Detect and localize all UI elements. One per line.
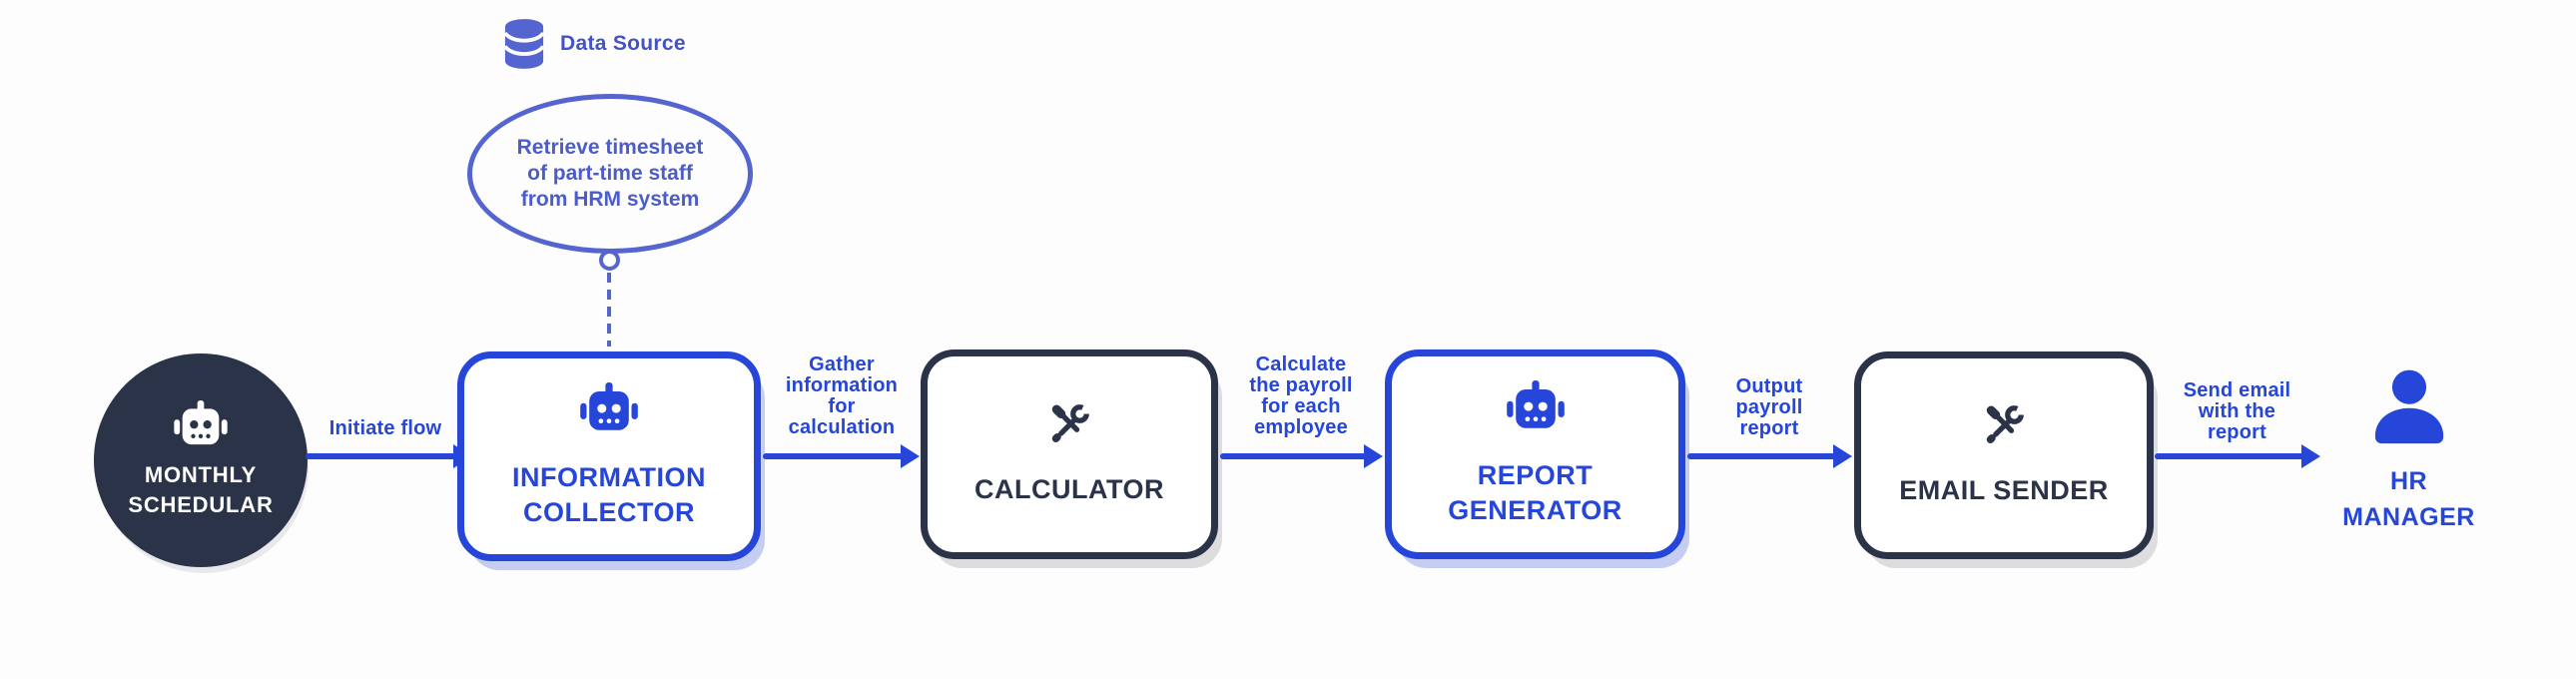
- arrow-right-icon: [1687, 444, 1852, 468]
- database-icon: [503, 19, 545, 69]
- robot-icon: [174, 400, 228, 445]
- arrow-head: [2301, 444, 2320, 468]
- edge-label-initiate-flow: Initiate flow: [328, 417, 442, 439]
- arrow-head: [901, 444, 920, 468]
- edge-label-calculate-payroll: Calculate the payroll for each employee: [1249, 353, 1353, 438]
- arrow-shaft: [2155, 453, 2305, 459]
- node-calculator: CALCULATOR: [921, 349, 1218, 559]
- data-source-bubble-text: Retrieve timesheet of part-time staff fr…: [516, 136, 704, 211]
- data-source-label: Data Source: [560, 32, 686, 55]
- node-monthly-schedular: MONTHLY SCHEDULAR: [94, 353, 308, 567]
- robot-icon: [1506, 379, 1565, 428]
- edge-label-output-report: Output payroll report: [1735, 375, 1803, 439]
- node-title: EMAIL SENDER: [1899, 475, 2109, 506]
- node-report-generator: REPORT GENERATOR: [1385, 349, 1685, 559]
- connector-port: [599, 250, 620, 271]
- person-icon: [2374, 369, 2443, 444]
- arrow-shaft: [1220, 453, 1368, 459]
- arrow-right-icon: [306, 444, 472, 468]
- tools-icon: [1051, 404, 1089, 443]
- arrow-right-icon: [2155, 444, 2320, 468]
- start-node-label: MONTHLY SCHEDULAR: [128, 462, 274, 517]
- arrow-right-icon: [763, 444, 920, 468]
- edge-label-gather-information: Gather information for calculation: [785, 353, 899, 438]
- arrow-head: [1364, 444, 1383, 468]
- dashed-connector: [607, 273, 611, 346]
- arrow-shaft: [306, 453, 457, 459]
- arrow-head: [1833, 444, 1852, 468]
- arrow-right-icon: [1220, 444, 1383, 468]
- data-source-bubble: Retrieve timesheet of part-time staff fr…: [467, 94, 753, 254]
- node-hr-manager: HR MANAGER: [2326, 363, 2491, 535]
- arrow-shaft: [1687, 453, 1837, 459]
- arrow-shaft: [763, 453, 905, 459]
- end-node-label: HR MANAGER: [2342, 467, 2475, 531]
- node-title: INFORMATION COLLECTOR: [512, 461, 706, 527]
- edge-label-send-email: Send email with the report: [2183, 379, 2291, 443]
- tools-icon: [1986, 405, 2024, 444]
- node-title: REPORT GENERATOR: [1448, 459, 1622, 525]
- robot-icon: [580, 381, 638, 430]
- node-email-sender: EMAIL SENDER: [1854, 351, 2154, 559]
- data-source-annotation: Data Source: [503, 18, 686, 70]
- node-title: CALCULATOR: [974, 474, 1164, 505]
- node-information-collector: INFORMATION COLLECTOR: [457, 351, 761, 561]
